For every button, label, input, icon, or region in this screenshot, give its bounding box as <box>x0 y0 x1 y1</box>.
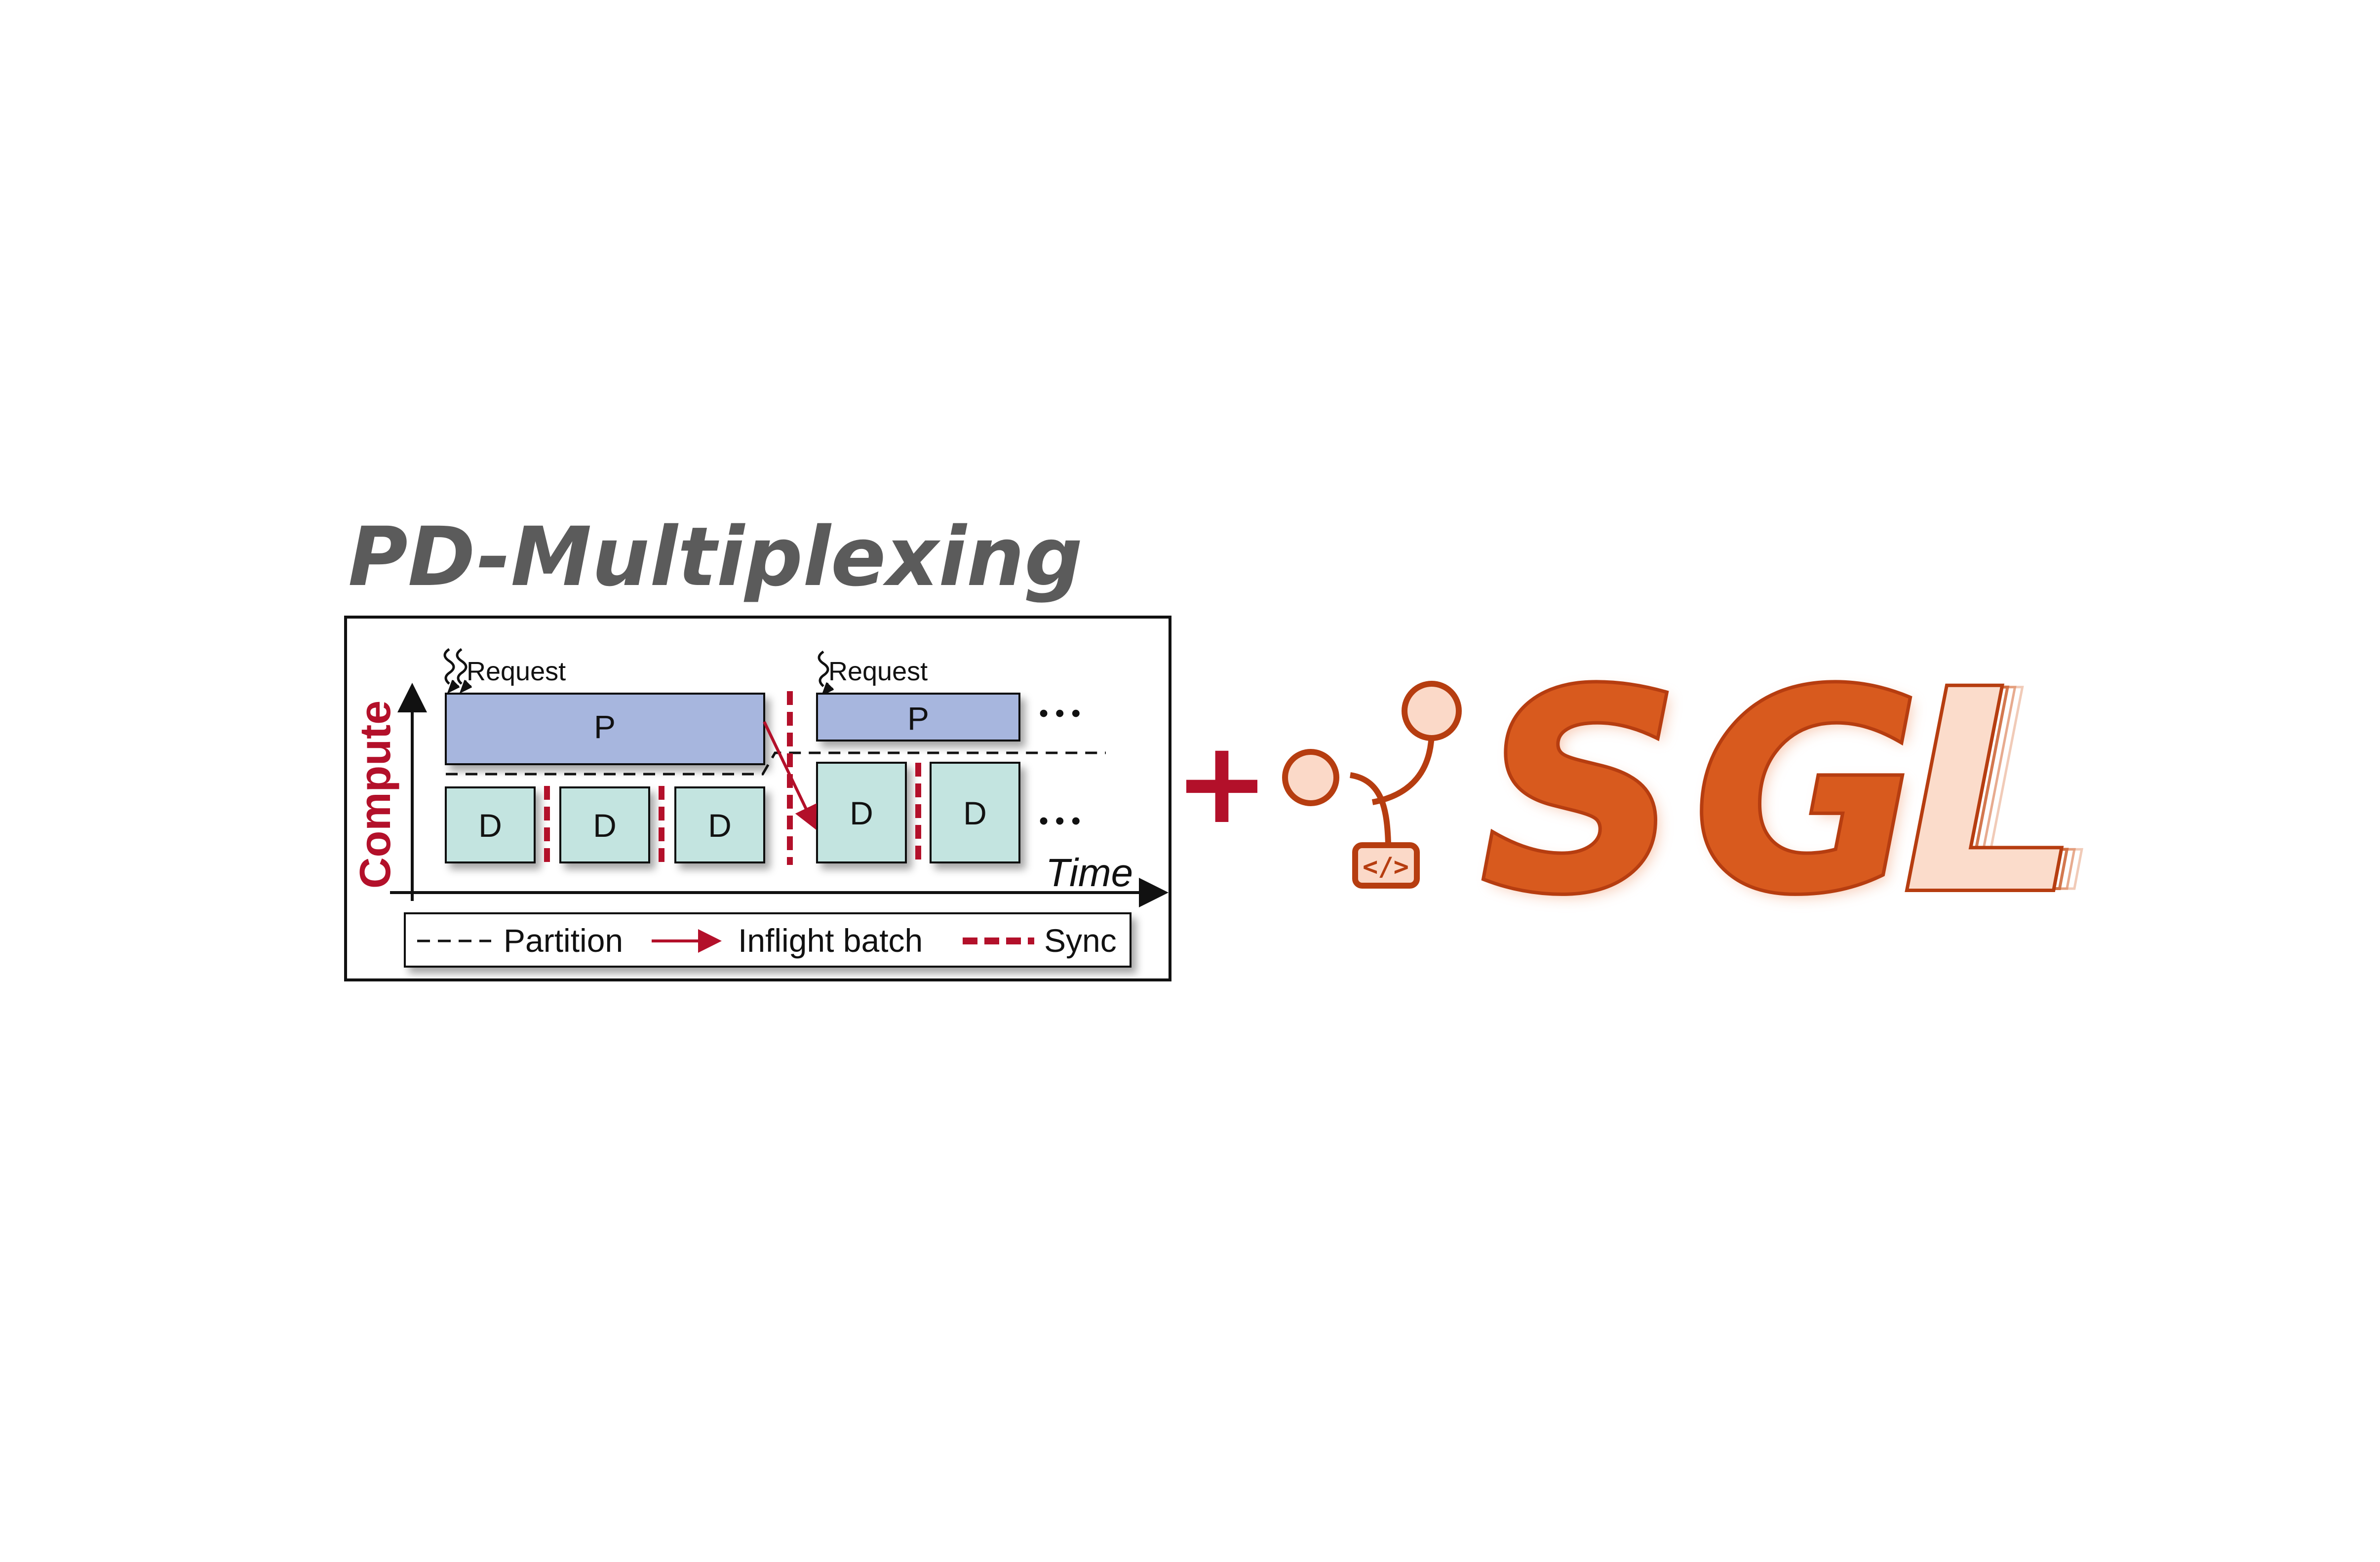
prefill-block-1: P <box>445 693 765 765</box>
code-symbol: </> <box>1363 852 1409 882</box>
request-arrow-icon-1 <box>443 648 472 694</box>
sgl-letter-l-echo-1: L <box>1911 632 2087 954</box>
request-label-1: Request <box>467 657 566 686</box>
pd-multiplexing-diagram: Compute Time Request Request P P <box>344 616 1171 981</box>
figure-title: PD-Multiplexing <box>348 509 1083 604</box>
legend-sync-label: Sync <box>1044 922 1117 959</box>
prefill-label-1: P <box>594 708 616 745</box>
legend: Partition Inflight batch Sync <box>404 912 1131 968</box>
decode-label-5: D <box>963 795 987 831</box>
decode-label-3: D <box>708 807 732 844</box>
sgl-glow-g: G <box>1698 637 1925 959</box>
decode-ellipsis: • • • <box>1039 807 1081 835</box>
decode-block-2: D <box>559 786 650 863</box>
sgl-letter-g: G <box>1693 632 1920 954</box>
decode-label-1: D <box>478 807 502 844</box>
decode-block-3: D <box>674 786 765 863</box>
code-branch-icon: </> <box>1282 681 1462 889</box>
inflight-arrow <box>763 721 817 830</box>
plus-sign: + <box>1174 717 1270 849</box>
decode-block-1: D <box>445 786 536 863</box>
sgl-letter-s: S <box>1481 632 1680 954</box>
sgl-letter-l-echo-2: L <box>1918 632 2094 954</box>
prefill-ellipsis: • • • <box>1039 699 1081 728</box>
y-axis-label: Compute <box>351 701 399 889</box>
sgl-letter-l-echo-3: L <box>1925 632 2102 954</box>
legend-partition-label: Partition <box>504 922 623 959</box>
request-label-2: Request <box>828 657 928 686</box>
x-axis-label: Time <box>1046 851 1133 895</box>
sgl-letter-l: L <box>1903 632 2079 954</box>
partition-line <box>446 751 1106 776</box>
decode-block-5: D <box>930 762 1020 863</box>
decode-label-4: D <box>850 795 873 831</box>
decode-block-4: D <box>816 762 907 863</box>
sgl-glow-s: S <box>1486 637 1685 959</box>
sgl-wordmark: S G S G L L L L <box>1478 629 2103 959</box>
prefill-label-2: P <box>907 700 929 737</box>
decode-label-2: D <box>593 807 617 844</box>
prefill-block-2: P <box>816 693 1020 742</box>
legend-inflight-label: Inflight batch <box>738 922 923 959</box>
